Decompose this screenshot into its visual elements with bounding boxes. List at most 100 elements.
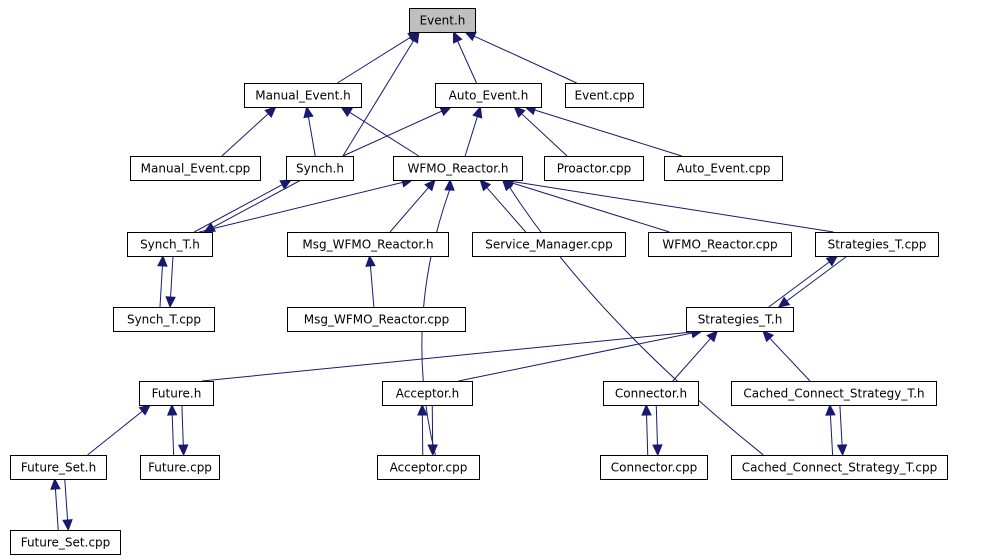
node-box (10, 530, 121, 555)
edge-synch_t_h-to-synch_t_cpp (170, 255, 174, 298)
node-event-cpp[interactable]: Event.cpp (565, 83, 644, 108)
edge-arrowhead-strategies_t_cpp-to-strategies_t_h (777, 296, 791, 308)
node-label: Msg_WFMO_Reactor.cpp (304, 313, 449, 327)
node-connector-h[interactable]: Connector.h (603, 381, 699, 406)
node-box (815, 232, 939, 257)
node-manual-event-h[interactable]: Manual_Event.h (244, 83, 362, 108)
node-box (377, 455, 480, 480)
node-label: Strategies_T.cpp (828, 238, 927, 252)
node-label: Acceptor.cpp (390, 461, 468, 475)
node-box (603, 381, 699, 406)
node-box (686, 307, 794, 332)
edge-connector_h-to-connector_cpp (655, 404, 658, 446)
node-label: Event.h (420, 14, 466, 28)
node-label: Event.cpp (574, 89, 634, 103)
edge-arrowhead-cached_connect_strategy_t_h-to-strategies_t_h (762, 330, 775, 343)
node-label: Future_Set.h (21, 461, 96, 475)
node-label: Acceptor.h (396, 387, 460, 401)
edge-arrowhead-wfmo_reactor_h-to-auto_event_h (472, 105, 483, 119)
node-label: Future.h (152, 387, 202, 401)
node-wfmo-reactor-cpp[interactable]: WFMO_Reactor.cpp (648, 232, 792, 257)
node-box (472, 232, 626, 257)
edge-wfmo_reactor_h-to-auto_event_h (464, 116, 478, 157)
node-future-h[interactable]: Future.h (139, 381, 214, 406)
edge-strategies_t_cpp-to-strategies_t_h (786, 255, 848, 302)
node-future-set-h[interactable]: Future_Set.h (10, 455, 107, 480)
edge-arrowhead-service_manager_cpp-to-wfmo_reactor_h (479, 179, 492, 192)
node-box (664, 156, 783, 181)
edge-arrowhead-future_set_h-to-future_set_cpp (62, 519, 73, 532)
edge-arrowhead-future_h-to-future_cpp (177, 444, 189, 457)
edge-arrowhead-cached_connect_strategy_t_cpp-to-cached_connect_strategy_t_h (825, 403, 836, 416)
node-msg-wfmo-reactor-h[interactable]: Msg_WFMO_Reactor.h (287, 232, 449, 257)
node-event-h[interactable]: Event.h (409, 8, 476, 33)
node-synch-h[interactable]: Synch.h (286, 156, 354, 181)
node-auto-event-cpp[interactable]: Auto_Event.cpp (664, 156, 783, 181)
edge-acceptor_h-to-strategies_t_h (458, 332, 693, 382)
edge-synch_h-to-synch_t_h (212, 179, 302, 228)
node-label: Proactor.cpp (557, 162, 632, 176)
edge-arrowhead-future_set_cpp-to-future_set_h (50, 477, 61, 490)
edge-arrowhead-cached_connect_strategy_t_h-to-cached_connect_strategy_t_cpp (836, 444, 848, 457)
edge-manual_event_cpp-to-manual_event_h (221, 113, 269, 157)
node-box (130, 156, 261, 181)
edge-arrowhead-synch_t_h-to-synch_h (279, 179, 293, 190)
edge-proactor_cpp-to-auto_event_h (521, 113, 568, 157)
edge-strategies_t_h-to-strategies_t_cpp (768, 261, 830, 308)
node-label: Synch_T.h (140, 238, 200, 252)
edge-arrowhead-strategies_t_h-to-strategies_t_cpp (825, 255, 839, 267)
edge-synch_t_h-to-synch_h (194, 184, 283, 233)
edge-arrowhead-wfmo_reactor_h-to-manual_event_h (340, 106, 353, 118)
edge-arrowhead-future_cpp-to-future_h (166, 403, 178, 416)
node-label: Auto_Event.h (449, 89, 529, 103)
edges-layer (50, 30, 848, 532)
edge-future_set_h-to-future_set_cpp (64, 478, 69, 521)
node-cached-connect-strategy-t-cpp[interactable]: Cached_Connect_Strategy_T.cpp (731, 455, 948, 480)
edge-connector_cpp-to-connector_h (646, 414, 649, 456)
node-label: Auto_Event.cpp (677, 162, 771, 176)
node-box (648, 232, 792, 257)
node-synch-t-h[interactable]: Synch_T.h (127, 232, 213, 257)
edge-arrowhead-synch_h-to-manual_event_h (303, 105, 314, 119)
node-proactor-cpp[interactable]: Proactor.cpp (544, 156, 644, 181)
edge-synch_t_h-to-wfmo_reactor_h (199, 181, 403, 233)
node-label: Strategies_T.h (698, 313, 783, 327)
edge-future_h-to-future_cpp (181, 404, 184, 446)
node-label: Connector.cpp (611, 461, 697, 475)
node-label: Service_Manager.cpp (485, 238, 613, 252)
edge-wfmo_reactor_cpp-to-wfmo_reactor_h (512, 182, 670, 233)
node-msg-wfmo-reactor-cpp[interactable]: Msg_WFMO_Reactor.cpp (287, 307, 466, 332)
edge-strategies_t_cpp-to-wfmo_reactor_h (512, 181, 834, 233)
node-box (731, 381, 937, 406)
node-box (139, 381, 214, 406)
edge-arrowhead-event_cpp-to-event_h (463, 31, 477, 42)
node-label: Synch_T.cpp (127, 313, 201, 327)
node-future-cpp[interactable]: Future.cpp (140, 455, 220, 480)
node-label: Connector.h (615, 387, 687, 401)
node-label: Future_Set.cpp (21, 536, 111, 550)
node-future-set-cpp[interactable]: Future_Set.cpp (10, 530, 121, 555)
node-acceptor-h[interactable]: Acceptor.h (382, 381, 473, 406)
node-acceptor-cpp[interactable]: Acceptor.cpp (377, 455, 480, 480)
edge-manual_event_h-to-event_h (337, 36, 411, 84)
node-auto-event-h[interactable]: Auto_Event.h (435, 83, 542, 108)
edge-arrowhead-synch_h-to-event_h (408, 30, 420, 44)
node-wfmo-reactor-h[interactable]: WFMO_Reactor.h (393, 156, 523, 181)
node-cached-connect-strategy-t-h[interactable]: Cached_Connect_Strategy_T.h (731, 381, 937, 406)
edge-cached_connect_strategy_t_h-to-strategies_t_h (769, 337, 811, 382)
node-service-manager-cpp[interactable]: Service_Manager.cpp (472, 232, 626, 257)
node-box (287, 232, 449, 257)
edge-arrowhead-auto_event_h-to-event_h (452, 30, 463, 44)
node-manual-event-cpp[interactable]: Manual_Event.cpp (130, 156, 261, 181)
node-box (140, 455, 220, 480)
node-box (393, 156, 523, 181)
node-synch-t-cpp[interactable]: Synch_T.cpp (113, 307, 215, 332)
node-strategies-t-h[interactable]: Strategies_T.h (686, 307, 794, 332)
node-strategies-t-cpp[interactable]: Strategies_T.cpp (815, 232, 939, 257)
node-box (435, 83, 542, 108)
node-connector-cpp[interactable]: Connector.cpp (600, 455, 708, 480)
node-box (287, 307, 466, 332)
edge-wfmo_reactor_h-to-manual_event_h (349, 111, 420, 157)
node-label: Synch.h (296, 162, 344, 176)
